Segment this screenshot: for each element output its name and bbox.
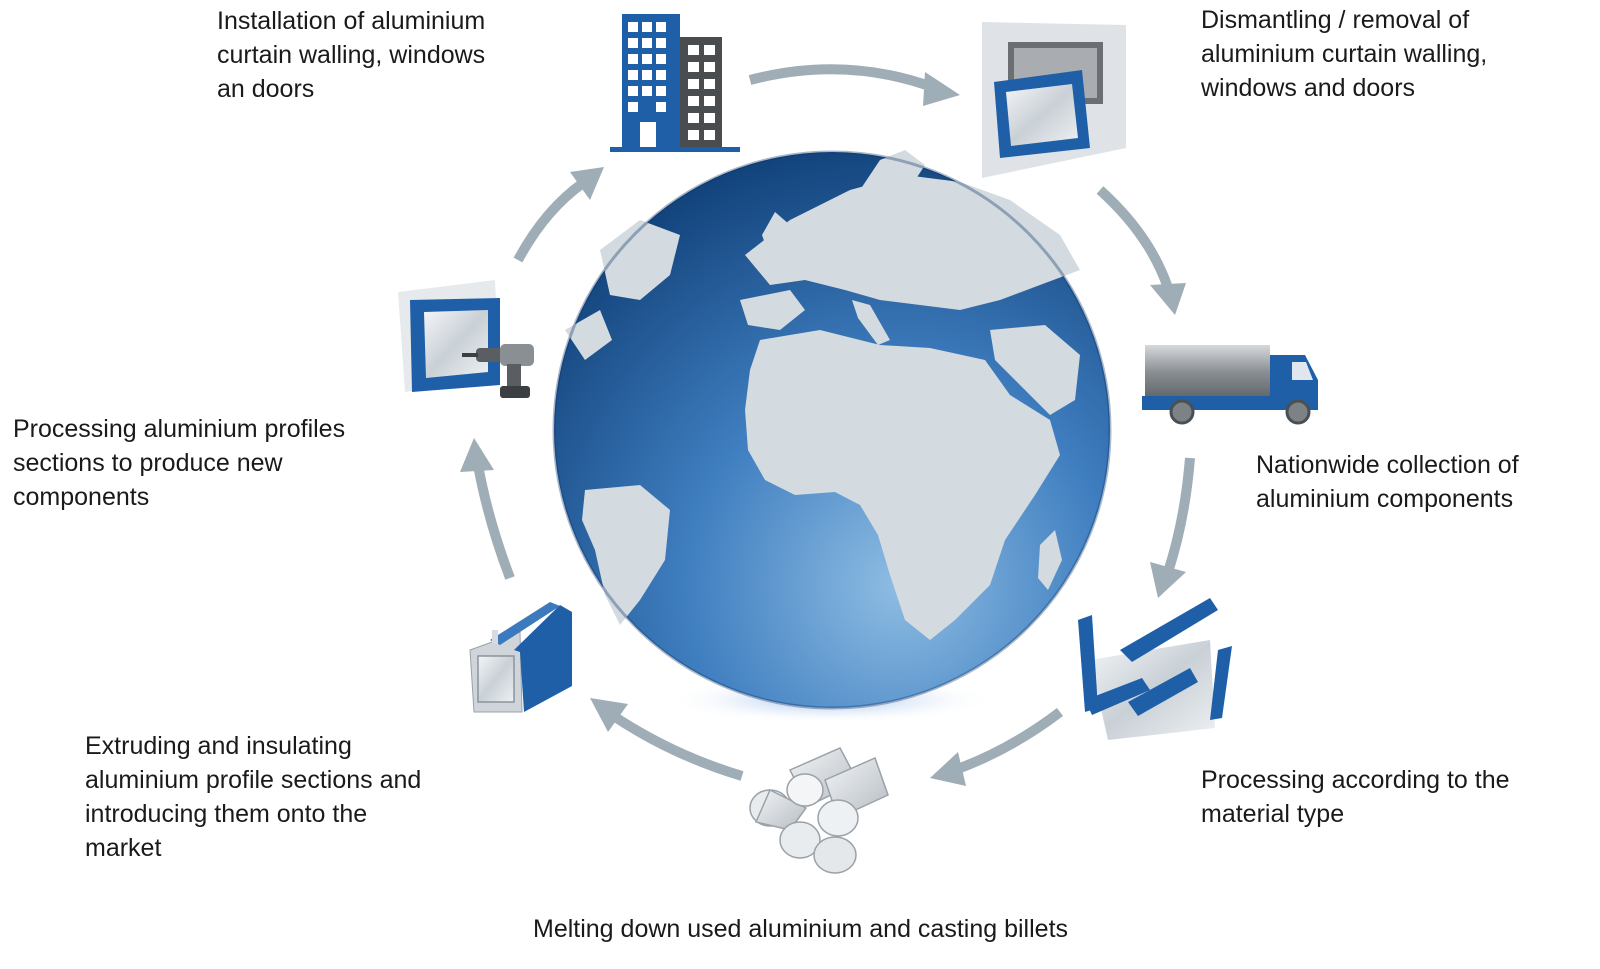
drill-icon [462,344,534,398]
arrow-processing-to-melting [930,708,1064,786]
frame-drill-icon [398,280,534,398]
globe-rim [552,150,1112,710]
step-label-material-processing: Processing according to the material typ… [1201,766,1510,828]
globe-land [565,150,1080,640]
arrow-extruding-to-processing [460,438,515,580]
step-label-dismantling: Dismantling / removal of aluminium curta… [1201,6,1488,102]
step-label-extruding: Extruding and insulating aluminium profi… [85,732,422,862]
window-removal-icon [982,22,1126,178]
profile-section-icon [469,602,572,713]
step-label-installation: Installation of aluminium curtain wallin… [217,7,486,103]
building-icon [610,14,740,152]
billets-icon [749,747,889,874]
step-label-component-processing: Processing aluminium profiles sections t… [13,415,346,511]
arrow-dismantling-to-collection [1096,186,1186,315]
arrow-processing-to-installation [513,167,604,263]
globe-icon [552,150,1112,724]
cycle-arrows [460,64,1195,786]
sorted-profiles-icon [1078,598,1232,740]
step-label-collection: Nationwide collection of aluminium compo… [1256,451,1519,513]
step-label-melting: Melting down used aluminium and casting … [533,915,1069,943]
truck-icon [1142,345,1318,425]
arrow-installation-to-dismantling [748,64,960,106]
arrow-collection-to-processing [1150,457,1195,598]
arrow-melting-to-extruding [590,698,744,781]
